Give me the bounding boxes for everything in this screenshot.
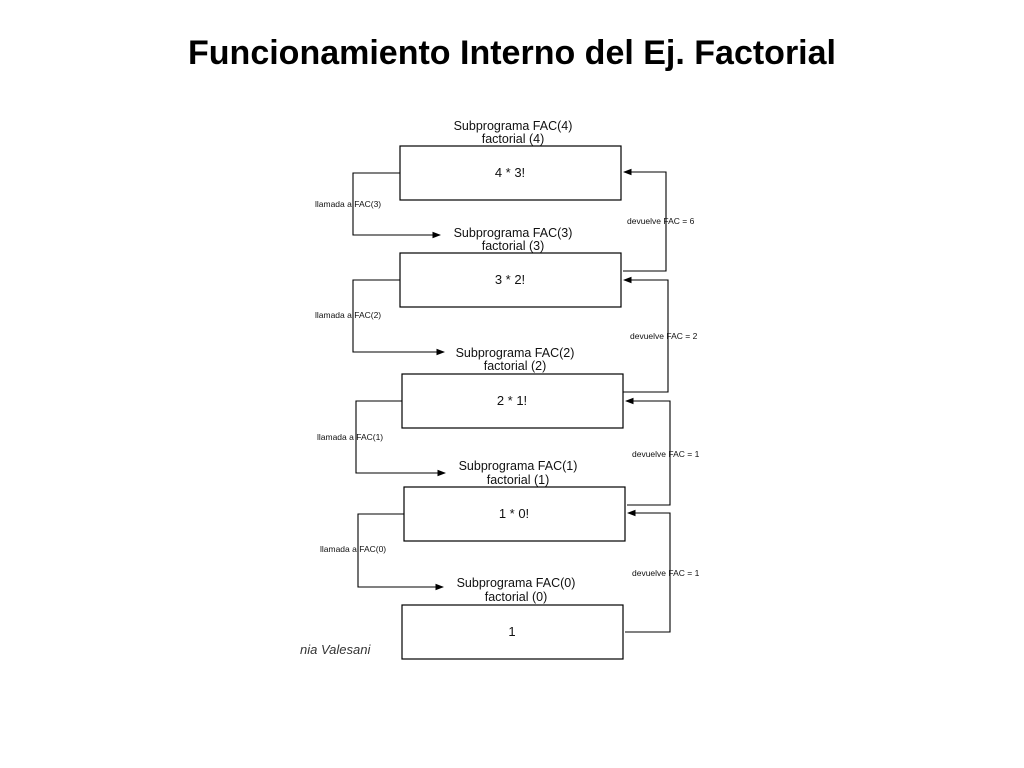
frame-header-fac1: Subprograma FAC(1) (459, 459, 578, 473)
frame-subheader-fac1: factorial (1) (487, 473, 550, 487)
return-arrow-fac2 (622, 276, 669, 393)
frame-subheader-fac3: factorial (3) (482, 239, 545, 253)
return-label-fac1: devuelve FAC = 1 (632, 449, 700, 459)
frame-header-fac0: Subprograma FAC(0) (457, 576, 576, 590)
frame-expr-fac3: 3 * 2! (495, 272, 525, 287)
return-arrow-fac3 (622, 168, 667, 272)
frame-subheader-fac0: factorial (0) (485, 590, 548, 604)
call-arrow-fac0 (357, 513, 445, 591)
frame-box-fac0 (401, 604, 624, 660)
return-label-fac3: devuelve FAC = 6 (627, 216, 695, 226)
call-arrow-fac3 (352, 172, 442, 239)
frame-expr-fac1: 1 * 0! (499, 506, 529, 521)
call-arrow-fac2 (352, 279, 446, 356)
frame-expr-fac0: 1 (508, 624, 515, 639)
frame-expr-fac4: 4 * 3! (495, 165, 525, 180)
slide-title: Funcionamiento Interno del Ej. Factorial (188, 34, 836, 72)
frame-header-fac4: Subprograma FAC(4) (454, 119, 573, 133)
frame-expr-fac2: 2 * 1! (497, 393, 527, 408)
call-label-fac2: llamada a FAC(2) (315, 310, 381, 320)
return-label-fac0: devuelve FAC = 1 (632, 568, 700, 578)
frame-box-fac2 (401, 373, 624, 429)
return-arrow-fac1 (624, 397, 671, 506)
frame-header-fac3: Subprograma FAC(3) (454, 226, 573, 240)
frame-subheader-fac4: factorial (4) (482, 132, 545, 146)
call-label-fac1: llamada a FAC(1) (317, 432, 383, 442)
return-arrow-fac0 (625, 509, 671, 633)
call-label-fac3: llamada a FAC(3) (315, 199, 381, 209)
frame-subheader-fac2: factorial (2) (484, 359, 547, 373)
frame-box-fac1 (403, 486, 626, 542)
author-fragment: nia Valesani (300, 642, 371, 657)
frame-box-fac4 (399, 145, 622, 201)
frame-header-fac2: Subprograma FAC(2) (456, 346, 575, 360)
frame-box-fac3 (399, 252, 622, 308)
call-label-fac0: llamada a FAC(0) (320, 544, 386, 554)
return-label-fac2: devuelve FAC = 2 (630, 331, 698, 341)
call-arrow-fac1 (355, 400, 447, 477)
